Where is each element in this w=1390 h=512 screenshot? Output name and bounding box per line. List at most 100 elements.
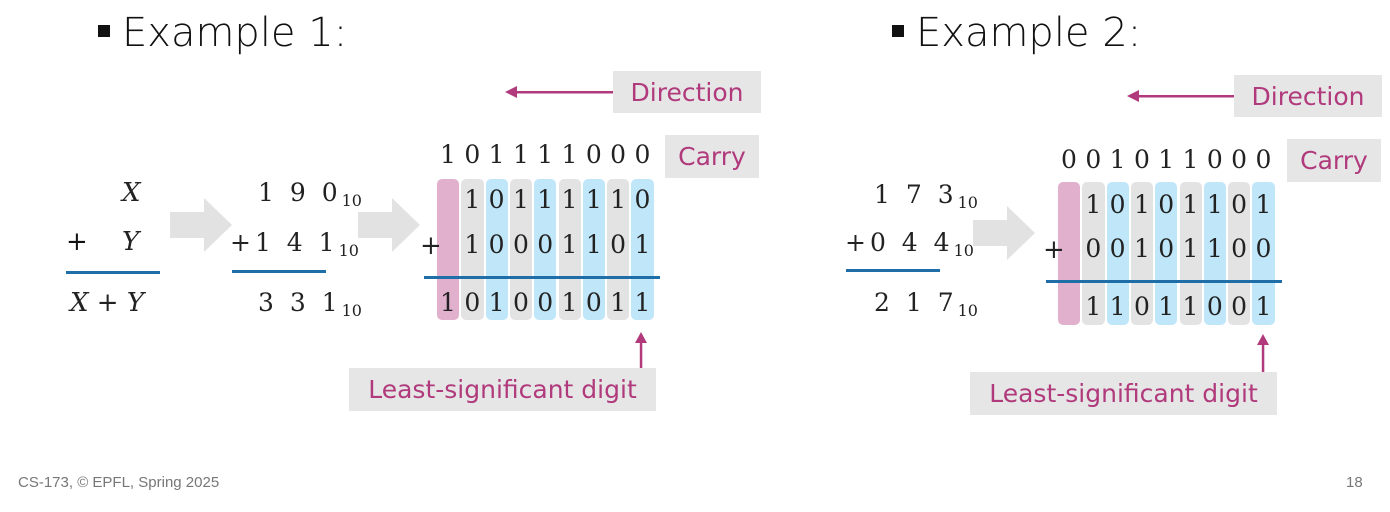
sum-digit: 0 [1206,292,1223,321]
direction-label: Direction [613,71,761,113]
sum-digit: 0 [512,288,529,317]
sum-digit: 1 [1085,292,1102,321]
addend-x-digit: 1 [561,185,578,214]
sum-rule-4 [846,269,940,272]
up-arrow-icon [635,332,647,370]
digit-column [437,179,460,320]
carry-digit: 1 [512,140,529,169]
least-significant-digit-label: Least-significant digit [970,372,1277,415]
addend-x-digit: 1 [585,185,602,214]
sum-digit: 0 [1133,292,1150,321]
digit-column [1203,182,1227,325]
carry-digit: 1 [440,140,456,169]
addend-x-digit: 0 [634,185,651,214]
sum-digit: 0 [585,288,602,317]
example1-heading-text: Example 1: [122,10,348,56]
digit-column [485,179,508,320]
carry-digit: 1 [537,140,554,169]
sum-rule-3 [424,276,660,279]
digit-column [509,179,533,320]
digit-column [1179,182,1202,325]
addend-y-digit: 1 [585,230,602,259]
addend-y-digit: 1 [1133,234,1150,263]
sum-digit: 1 [488,288,505,317]
decimal-y: +1 4 110 [230,228,359,260]
plus-sign: + [420,231,442,261]
up-arrow-icon [1257,334,1269,374]
least-significant-digit-label: Least-significant digit [349,368,656,411]
example1-heading: Example 1: [98,10,347,56]
sum-digit: 0 [537,288,554,317]
digit-column [461,179,484,320]
carry-digit: 0 [1231,145,1248,174]
var-sum: X + Y [70,288,144,318]
carry-digit: 0 [464,140,481,169]
addend-y-digit: 0 [1158,234,1175,263]
addend-y-digit: 1 [1182,234,1199,263]
addend-x-digit: 1 [512,185,529,214]
addend-y-digit: 0 [537,230,554,259]
direction-label: Direction [1234,75,1382,117]
carry-digit: 0 [1206,145,1223,174]
addend-x-digit: 1 [464,185,481,214]
addend-y-digit: 0 [512,230,529,259]
addend-x-digit: 1 [610,185,627,214]
carry-digit: 0 [585,140,602,169]
carry-digit: 0 [1085,145,1102,174]
right-arrow-icon [170,198,232,252]
carry-digit: 1 [488,140,505,169]
sum-digit: 0 [464,288,481,317]
digit-column [1155,182,1178,325]
sum-digit: 1 [610,288,627,317]
addend-x-digit: 1 [1133,190,1150,219]
left-arrow-icon [1127,90,1235,102]
carry-label: Carry [665,135,759,178]
decimal-x: 1 9 010 [258,178,362,210]
digit-column [534,179,557,320]
sum-digit: 1 [561,288,578,317]
addend-y-digit: 1 [1206,234,1223,263]
addend-x-digit: 1 [1085,190,1102,219]
right-arrow-icon [973,206,1035,260]
addend-x-digit: 1 [1182,190,1199,219]
carry-digit: 0 [1133,145,1150,174]
example2-heading: Example 2: [892,10,1141,56]
digit-column [1058,182,1081,325]
example2-heading-text: Example 2: [916,10,1142,56]
footer-course: CS-173, © EPFL, Spring 2025 [18,474,220,491]
sum-digit: 1 [1158,292,1175,321]
addend-x-digit: 0 [488,185,505,214]
carry-digit: 0 [610,140,627,169]
sum-rule-1 [66,271,160,274]
digit-column [607,179,630,320]
carry-digit: 0 [634,140,651,169]
digit-column [582,179,606,320]
bullet-icon [98,25,110,37]
digit-column [558,179,581,320]
carry-digit: 1 [1182,145,1199,174]
sum-digit: 1 [1255,292,1272,321]
addend-y-digit: 1 [634,230,651,259]
digit-column [631,179,654,320]
digit-column [1130,182,1154,325]
decimal-y: +0 4 410 [845,228,974,260]
carry-label: Carry [1287,139,1381,182]
addend-x-digit: 1 [537,185,554,214]
plus-sign: + [1043,235,1065,265]
var-x: X [122,178,141,208]
right-arrow-icon [358,198,420,252]
sum-digit: 0 [1231,292,1248,321]
digit-column [1228,182,1251,325]
page-number: 18 [1346,474,1363,491]
addend-x-digit: 0 [1158,190,1175,219]
sum-digit: 1 [634,288,651,317]
addend-y-digit: 1 [561,230,578,259]
digit-column [1082,182,1105,325]
carry-digit: 1 [1158,145,1175,174]
decimal-sum: 3 3 110 [258,288,362,320]
digit-column [1106,182,1129,325]
carry-digit: 1 [561,140,578,169]
sum-digit: 1 [1109,292,1126,321]
addend-y-digit: 0 [1255,234,1272,263]
carry-digit: 0 [1255,145,1272,174]
